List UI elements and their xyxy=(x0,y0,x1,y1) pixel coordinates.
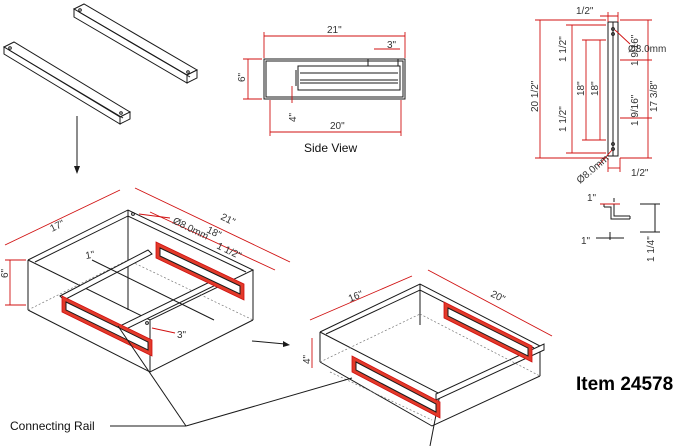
assembly-arrow xyxy=(74,116,80,174)
rail-upper xyxy=(72,3,199,84)
iso-left-dims xyxy=(4,187,291,334)
iso-right-dims xyxy=(309,269,553,368)
side-slot-label: 4" xyxy=(288,112,299,122)
end-hole-top-label: Ø8.0mm xyxy=(628,44,666,55)
side-height-label: 6" xyxy=(237,72,248,82)
end-inner2-label: 18" xyxy=(590,81,601,96)
iso-left-slot-label: 3" xyxy=(177,330,187,341)
item-number: Item 24578 xyxy=(576,374,673,395)
iso-right-drawer xyxy=(319,283,545,446)
flange-top-label: 1" xyxy=(587,193,597,204)
iso-left-lip-label: 1" xyxy=(85,249,96,261)
side-view xyxy=(243,32,406,136)
end-seg-top-label: 1 1/2" xyxy=(558,36,569,62)
end-seg-bot-label: 1 1/2" xyxy=(558,106,569,132)
connecting-rail-leader xyxy=(110,325,353,427)
side-offset-label: 3" xyxy=(387,40,397,51)
transfer-arrow xyxy=(251,340,290,347)
iso-left-height-label: 6" xyxy=(0,268,11,278)
end-right-mid-label: 17 3/8" xyxy=(649,80,660,112)
end-view xyxy=(535,12,652,172)
side-length-label: 21" xyxy=(327,25,342,36)
flange-height-label: 1 1/4" xyxy=(646,236,657,262)
iso-left-width-label: 17" xyxy=(48,218,66,235)
side-view-caption: Side View xyxy=(304,141,357,155)
end-top-width-label: 1/2" xyxy=(576,6,594,17)
end-right-top-label: 1 9/16" xyxy=(630,34,641,66)
iso-right-length-label: 20" xyxy=(489,289,507,306)
end-inner1-label: 18" xyxy=(576,81,587,96)
iso-right-width-label: 16" xyxy=(347,289,365,305)
rail-lower xyxy=(2,41,132,125)
iso-right-height-label: 4" xyxy=(302,354,313,364)
side-depth-label: 20" xyxy=(330,121,345,132)
flange-bottom-label: 1" xyxy=(581,236,591,247)
iso-left-length-label: 21" xyxy=(219,212,237,229)
end-total-label: 20 1/2" xyxy=(530,80,541,112)
end-right-bot-label: 1 9/16" xyxy=(630,94,641,126)
iso-left-drawer xyxy=(27,209,255,373)
flange-detail xyxy=(596,198,660,240)
connecting-rail-label: Connecting Rail xyxy=(10,419,95,433)
end-bottom-width-label: 1/2" xyxy=(631,168,649,179)
